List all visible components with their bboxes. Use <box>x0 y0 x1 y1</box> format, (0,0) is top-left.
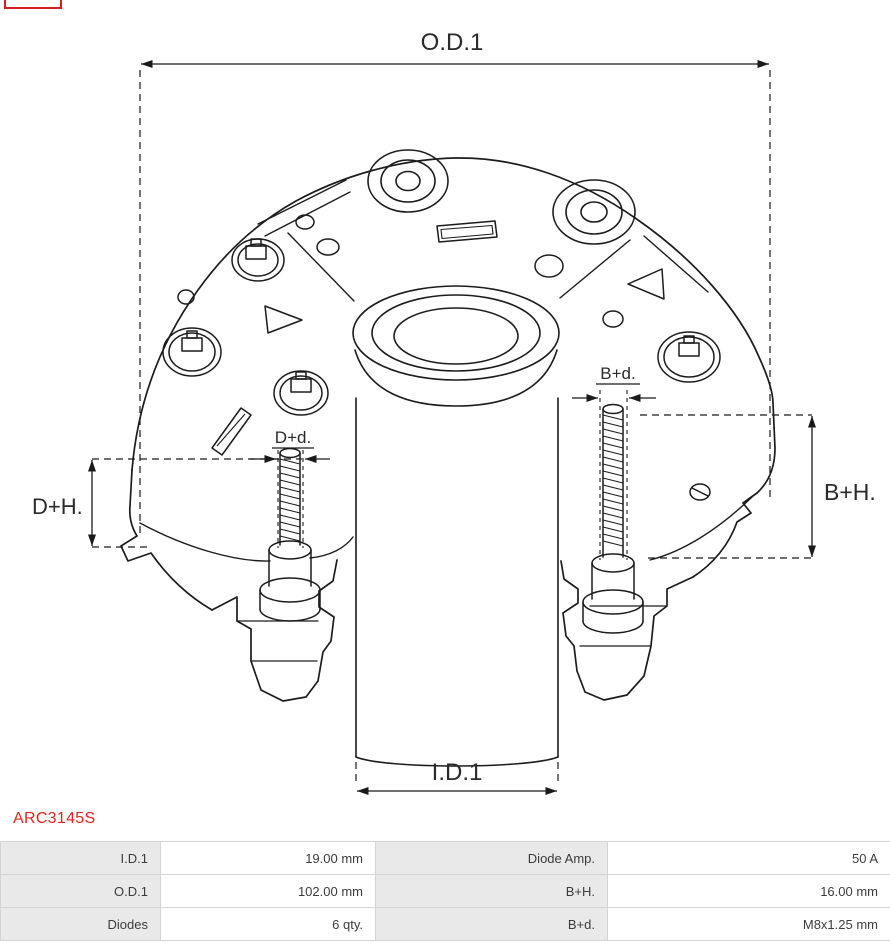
dh-label: D+H. <box>32 494 83 519</box>
od1-label: O.D.1 <box>421 29 484 56</box>
plate-skirt-contours <box>139 496 753 562</box>
center-collar-and-tube <box>352 285 560 767</box>
part-number: ARC3145S <box>13 810 96 827</box>
spec-value: M8x1.25 mm <box>607 907 890 941</box>
spec-value: 50 A <box>607 841 890 875</box>
plate-right-edge <box>692 492 758 578</box>
left-leg <box>211 559 338 702</box>
dd-label: D+d. <box>275 428 311 447</box>
plate-facets <box>257 179 709 293</box>
rectifier-drawing-svg: O.D.1 I.D.1 D+H. B+H. D+d. B+d. <box>32 29 876 795</box>
plate-left-edge <box>120 469 213 611</box>
spec-row: I.D.1 19.00 mm Diode Amp. 50 A <box>0 841 890 875</box>
dimension-labels: O.D.1 I.D.1 D+H. B+H. D+d. B+d. <box>32 29 876 786</box>
plate-outline <box>131 157 776 494</box>
spec-row: O.D.1 102.00 mm B+H. 16.00 mm <box>0 874 890 908</box>
right-leg <box>560 560 694 701</box>
brand-logo-fragment <box>4 0 62 9</box>
spec-row: Diodes 6 qty. B+d. M8x1.25 mm <box>0 907 890 941</box>
spec-value: 16.00 mm <box>607 874 890 908</box>
plate-ridges <box>287 232 631 302</box>
spec-value: 19.00 mm <box>160 841 376 875</box>
od1-extension-lines <box>139 70 771 536</box>
left-leg-steps <box>236 620 319 662</box>
spec-label: Diodes <box>0 907 161 941</box>
spec-label: B+H. <box>375 874 608 908</box>
b-plus-stud <box>582 403 644 634</box>
slots-and-cutouts <box>211 220 665 456</box>
spec-value: 102.00 mm <box>160 874 376 908</box>
bh-extension-lines <box>640 414 812 559</box>
spec-value: 6 qty. <box>160 907 376 941</box>
bd-label: B+d. <box>600 364 635 383</box>
spec-label: I.D.1 <box>0 841 161 875</box>
rectifier-technical-drawing: O.D.1 I.D.1 D+H. B+H. D+d. B+d. <box>32 29 876 795</box>
mounting-bosses <box>367 149 636 245</box>
rectifier-plate <box>120 157 776 702</box>
spec-label: Diode Amp. <box>375 841 608 875</box>
spec-table: I.D.1 19.00 mm Diode Amp. 50 A O.D.1 102… <box>0 841 890 941</box>
id1-label: I.D.1 <box>432 759 483 786</box>
bh-label: B+H. <box>824 479 876 505</box>
diode-holes <box>162 214 721 501</box>
right-leg-steps <box>579 605 668 647</box>
dimension-lines <box>88 60 816 795</box>
spec-label: B+d. <box>375 907 608 941</box>
id1-extension-lines <box>355 762 559 785</box>
d-plus-stud <box>259 447 321 622</box>
spec-table-container: I.D.1 19.00 mm Diode Amp. 50 A O.D.1 102… <box>0 841 890 941</box>
spec-label: O.D.1 <box>0 874 161 908</box>
dd-extension-lines <box>277 450 304 548</box>
dh-extension-lines <box>92 458 302 548</box>
